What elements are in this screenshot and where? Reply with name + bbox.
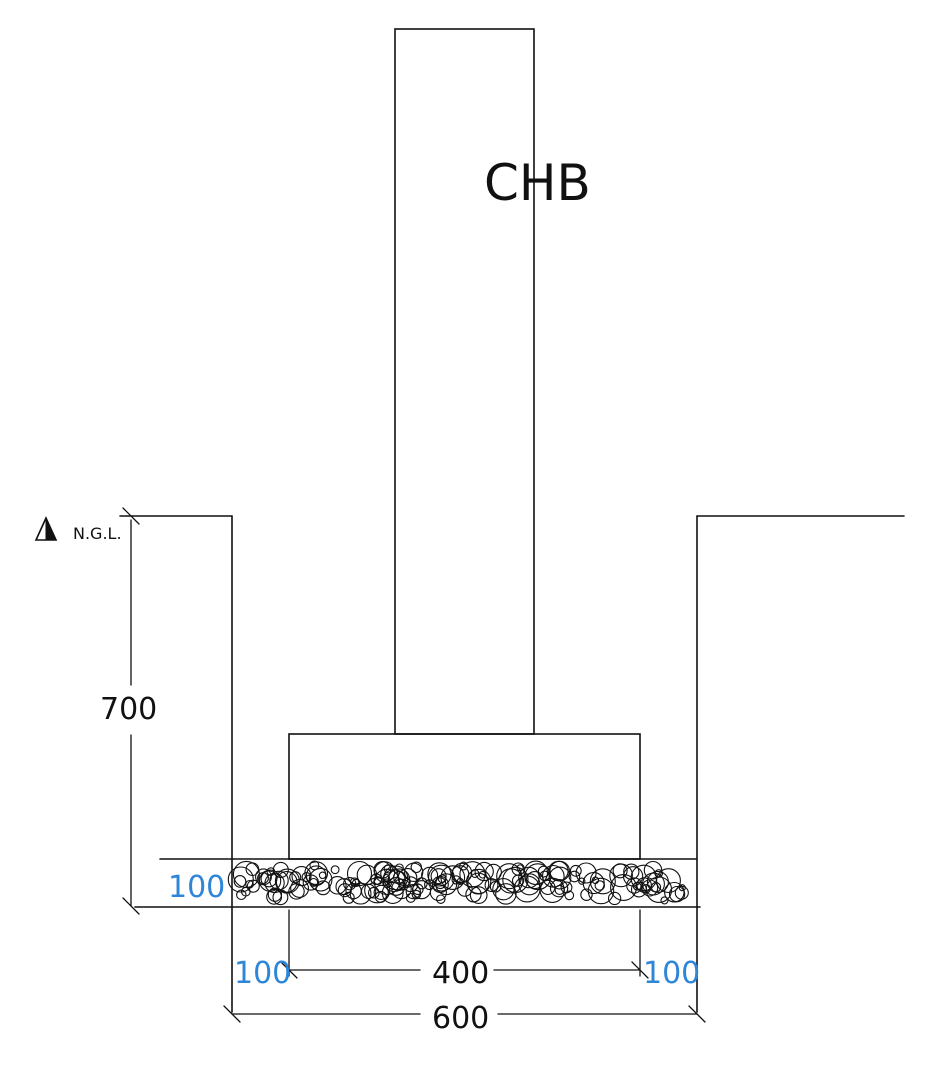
gravel-pebble — [664, 881, 685, 903]
gravel-pebble — [622, 866, 644, 887]
gravel-pebble — [318, 871, 327, 880]
gravel-pebble — [309, 877, 319, 887]
gravel-pebble — [587, 877, 615, 905]
ngl-label: N.G.L. — [73, 524, 122, 543]
gravel-pebble — [484, 878, 499, 893]
gravel-pebble — [383, 864, 393, 874]
gravel-pebble — [646, 870, 669, 893]
footing-width-label: 400 — [432, 956, 489, 991]
gravel-pebble — [498, 868, 524, 894]
gravel-pebble — [275, 871, 298, 893]
gravel-pebble — [381, 882, 404, 904]
gravel-pebble — [429, 883, 447, 902]
gravel-pebble — [470, 869, 480, 878]
gravel-pebbles — [227, 860, 689, 906]
gravel-pebble — [440, 865, 466, 890]
gravel-pebble — [678, 884, 686, 892]
ngl-marker: N.G.L. — [34, 516, 122, 543]
gravel-pebble — [233, 875, 247, 888]
chb-wall — [394, 28, 535, 735]
gravel-pebble — [578, 877, 586, 885]
gravel-pebble — [308, 867, 333, 892]
gravel-pebble — [411, 889, 422, 900]
gravel-pebble — [405, 883, 421, 900]
gravel-pebble — [594, 880, 606, 891]
gravel-pebble — [568, 870, 581, 883]
ngl-triangle-icon — [34, 516, 58, 541]
gravel-pebble — [630, 864, 658, 892]
gravel-pebble — [421, 866, 439, 884]
gravel-pebble — [427, 862, 452, 887]
gravel-pebble — [607, 891, 622, 906]
gravel-pebble — [474, 861, 494, 882]
gravel-pebble — [575, 862, 597, 884]
gravel-pebble — [342, 891, 355, 904]
gravel-pebble — [232, 860, 260, 888]
depth-dimension — [122, 507, 140, 915]
gravel-pebble — [436, 894, 446, 904]
trench-width-dimension — [223, 1005, 706, 1023]
gravel-pebble — [492, 878, 515, 901]
depth-dimension-label: 700 — [100, 692, 157, 727]
gravel-pebble — [465, 886, 482, 903]
gravel-pebble — [459, 861, 469, 871]
gravel-pebble — [502, 866, 529, 894]
gravel-pebble — [630, 881, 647, 898]
gravel-pebble — [636, 877, 652, 893]
right-offset-label: 100 — [643, 956, 700, 991]
gravel-pebble — [431, 875, 449, 893]
gravel-pebble — [456, 877, 464, 885]
trench-width-label: 600 — [432, 1001, 489, 1036]
gravel-pebble — [301, 872, 312, 882]
gravel-pebble — [511, 874, 525, 887]
left-offset-label: 100 — [234, 956, 291, 991]
gravel-pebble — [258, 869, 282, 892]
gravel-pebble — [430, 868, 447, 885]
gravel-pebble — [435, 873, 458, 896]
footing-width-dimension — [280, 909, 649, 979]
gravel-pebble — [580, 888, 593, 901]
gravel-pebble — [610, 874, 637, 901]
wall-label: CHB — [484, 154, 591, 212]
gravel-pebble — [549, 879, 569, 898]
gravel-pebble — [367, 886, 380, 899]
gravel-pebble — [349, 877, 360, 887]
footing — [288, 733, 641, 860]
gravel-pebble — [612, 863, 628, 879]
gravel-thickness-label: 100 — [168, 870, 225, 905]
gravel-pebble — [272, 861, 289, 878]
gravel-pebble — [404, 862, 424, 882]
gravel-pebble — [373, 861, 396, 883]
trench-excavation — [119, 515, 905, 1013]
gravel-pebble — [485, 863, 502, 881]
gravel-pebble — [541, 864, 565, 888]
gravel-pebble — [382, 868, 406, 893]
gravel-pebble — [660, 896, 669, 905]
gravel-pebble — [642, 872, 665, 896]
gravel-pebble — [569, 864, 582, 877]
gravel-pebble — [328, 876, 347, 895]
gravel-pebble — [548, 860, 569, 882]
gravel-pebble — [469, 886, 488, 904]
gravel-bed — [134, 858, 701, 908]
gravel-pebble — [495, 883, 517, 905]
gravel-pebble — [437, 874, 447, 884]
gravel-pebble — [266, 888, 283, 905]
gravel-pebble — [289, 871, 302, 884]
gravel-pebble — [589, 868, 616, 895]
gravel-pebble — [373, 884, 389, 901]
gravel-pebble — [451, 862, 473, 884]
gravel-pebble — [564, 890, 575, 901]
gravel-pebble — [643, 860, 663, 880]
gravel-pebble — [330, 865, 340, 875]
gravel-pebble — [382, 878, 392, 889]
gravel-pebble — [478, 870, 487, 879]
gravel-pebble — [227, 866, 254, 893]
gravel-pebble — [374, 890, 387, 903]
gravel-pebble — [539, 870, 551, 882]
gravel-pebble — [386, 876, 406, 896]
gravel-pebble — [394, 863, 404, 873]
